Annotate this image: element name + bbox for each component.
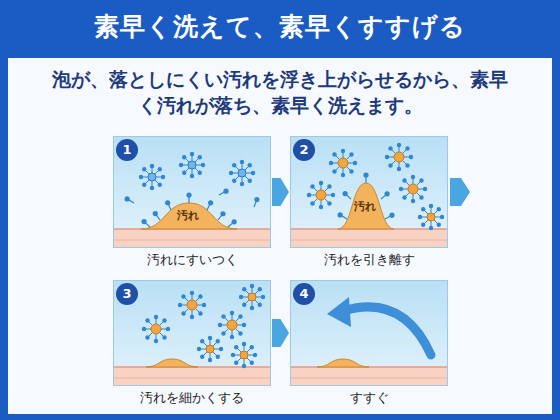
- dirt-label: 汚れ: [354, 199, 376, 214]
- title-banner: 素早く洗えて、素早くすすげる: [0, 10, 560, 43]
- step-panel: 1 汚れ汚れにすいつく: [113, 136, 271, 272]
- step-caption: 汚れを細かくする: [113, 389, 271, 407]
- dirt-label: 汚れ: [177, 208, 199, 223]
- callout-number: 1: [116, 139, 138, 161]
- callout-number: 2: [293, 139, 315, 161]
- callout-number: 4: [293, 283, 315, 305]
- flow-arrow: [450, 178, 470, 206]
- step-panel: 3 汚れを細かくする: [113, 280, 271, 410]
- step-caption: 汚れを引き離す: [290, 251, 448, 269]
- intro-text: 泡が、落としにくい汚れを浮き上がらせるから、素早く汚れが落ち、素早く洗えます。: [50, 66, 510, 118]
- flow-arrow: [272, 178, 289, 206]
- callout-number: 3: [116, 283, 138, 305]
- flow-arrow: [272, 319, 289, 347]
- step-panel: 4 すすぐ: [290, 280, 448, 410]
- step-caption: 汚れにすいつく: [113, 251, 271, 269]
- step-panel: 2 汚れ汚れを引き離す: [290, 136, 448, 272]
- step-caption: すすぐ: [290, 389, 448, 407]
